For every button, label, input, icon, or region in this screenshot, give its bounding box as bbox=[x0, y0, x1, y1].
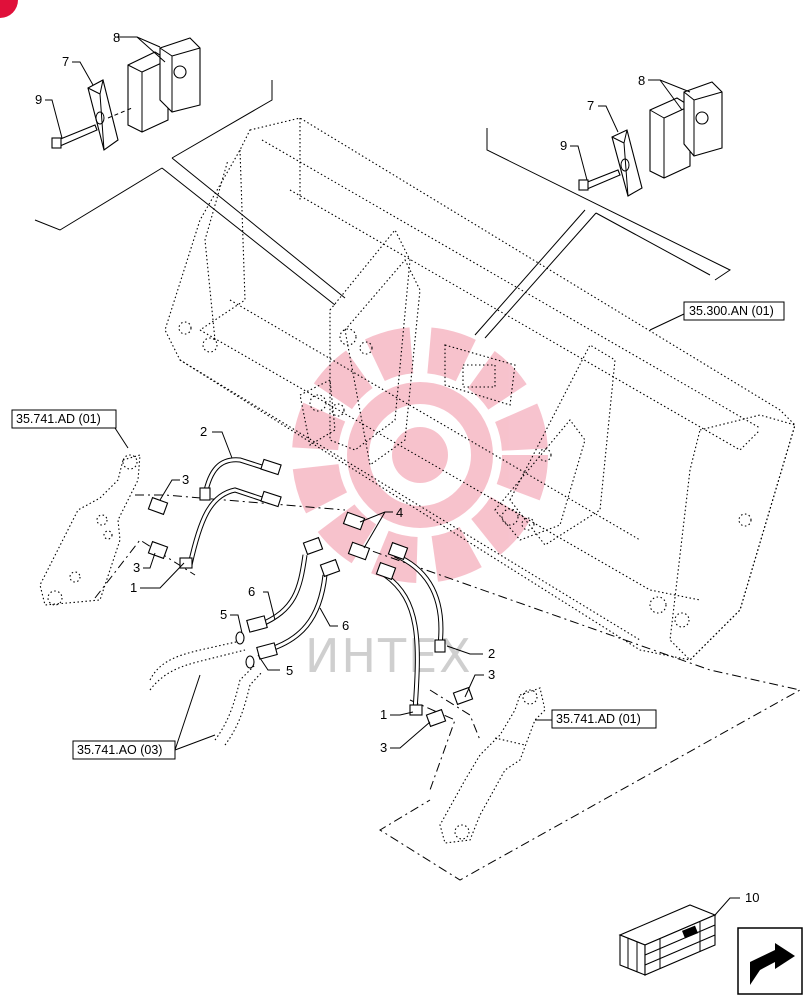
svg-text:35.741.AD (01): 35.741.AD (01) bbox=[556, 712, 641, 726]
leader-lines bbox=[34, 80, 731, 339]
hoses bbox=[149, 457, 444, 746]
watermark-gear-icon bbox=[292, 327, 548, 583]
callout-1-left: 1 bbox=[130, 580, 137, 595]
callout-8-left: 8 bbox=[113, 30, 120, 45]
callout-9-left: 9 bbox=[35, 92, 42, 107]
ref-cylinder-right[interactable]: 35.741.AD (01) bbox=[551, 709, 657, 729]
wear-pad-assembly-right bbox=[578, 81, 723, 197]
wear-pad-assembly-left bbox=[51, 37, 201, 151]
callout-2-lower: 2 bbox=[488, 646, 495, 661]
callout-numbers: 8 7 9 8 7 9 2 3 3 1 4 6 5 6 5 2 3 1 3 10 bbox=[35, 30, 759, 905]
callout-4: 4 bbox=[396, 505, 403, 520]
crate-icon bbox=[618, 904, 717, 976]
callout-8-right: 8 bbox=[638, 73, 645, 88]
callout-5-upper: 5 bbox=[220, 607, 227, 622]
callout-3-right-upper: 3 bbox=[488, 667, 495, 682]
cylinder-right bbox=[439, 687, 552, 844]
cylinder-left bbox=[39, 427, 141, 606]
ref-lines[interactable]: 35.741.AO (03) bbox=[72, 740, 176, 760]
svg-text:35.741.AD (01): 35.741.AD (01) bbox=[16, 412, 101, 426]
callout-10: 10 bbox=[745, 890, 759, 905]
svg-text:35.300.AN (01): 35.300.AN (01) bbox=[689, 304, 774, 318]
callout-7-left: 7 bbox=[62, 54, 69, 69]
callout-3-lower-left: 3 bbox=[133, 560, 140, 575]
callout-2-upper: 2 bbox=[200, 424, 207, 439]
callout-9-right: 9 bbox=[560, 138, 567, 153]
callout-3-right-lower: 3 bbox=[380, 740, 387, 755]
corner-badge bbox=[0, 0, 18, 18]
ref-cylinder-left[interactable]: 35.741.AD (01) bbox=[11, 409, 117, 429]
callout-leaders bbox=[45, 36, 740, 916]
callout-6-left: 6 bbox=[248, 584, 255, 599]
ref-bucket[interactable]: 35.300.AN (01) bbox=[683, 301, 785, 321]
svg-text:35.741.AO (03): 35.741.AO (03) bbox=[77, 743, 162, 757]
callout-3-upper-left: 3 bbox=[182, 472, 189, 487]
callout-1-right: 1 bbox=[380, 707, 387, 722]
bucket-outline bbox=[164, 117, 796, 661]
callout-7-right: 7 bbox=[587, 98, 594, 113]
next-page-arrow-icon[interactable] bbox=[737, 927, 803, 995]
dash-centerlines bbox=[94, 494, 802, 881]
watermark-text: ИНТЕХ bbox=[305, 629, 473, 683]
callout-5-lower: 5 bbox=[286, 663, 293, 678]
fittings bbox=[147, 458, 474, 728]
callout-6-right: 6 bbox=[342, 618, 349, 633]
